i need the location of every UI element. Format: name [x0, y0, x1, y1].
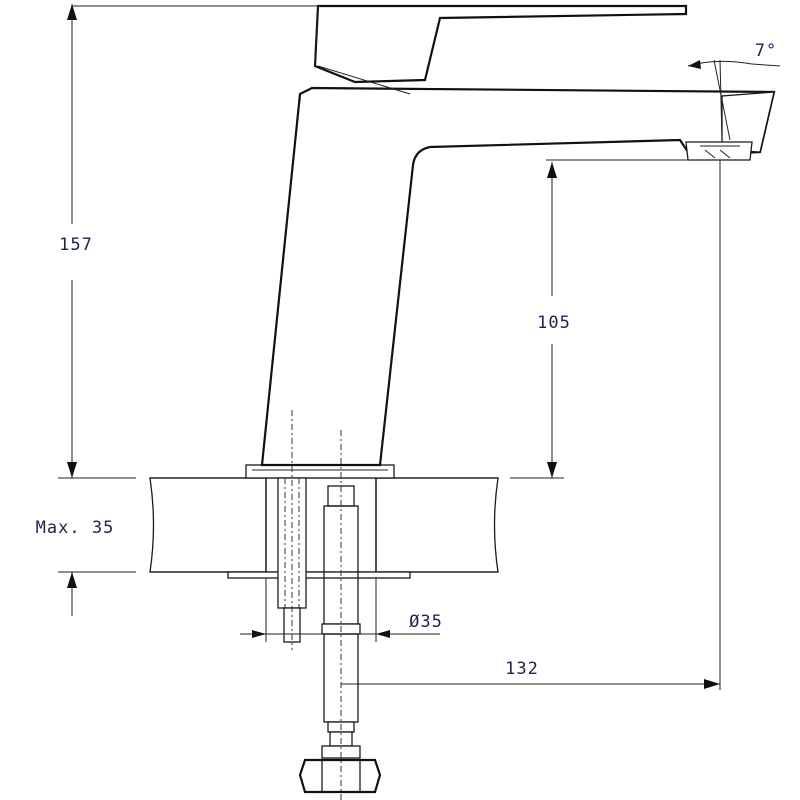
- dim-spout-angle: 7°: [687, 41, 781, 141]
- label-105: 105: [537, 313, 571, 333]
- base-flange: [227, 464, 411, 579]
- dim-counter-thickness: Max. 35: [36, 518, 136, 616]
- label-max-35: Max. 35: [36, 518, 115, 538]
- label-157: 157: [59, 235, 93, 255]
- lever-handle: [313, 4, 688, 95]
- dim-spout-height: 105: [510, 159, 690, 479]
- supply-hose: [298, 430, 382, 800]
- dim-spout-reach: 132: [341, 160, 721, 690]
- label-diameter-35: Ø35: [409, 612, 443, 632]
- faucet-body: [260, 86, 776, 467]
- dim-total-height: 157: [58, 4, 320, 479]
- dim-hole-diameter: Ø35: [240, 578, 443, 642]
- label-7-degree: 7°: [755, 41, 777, 61]
- label-132: 132: [505, 659, 539, 679]
